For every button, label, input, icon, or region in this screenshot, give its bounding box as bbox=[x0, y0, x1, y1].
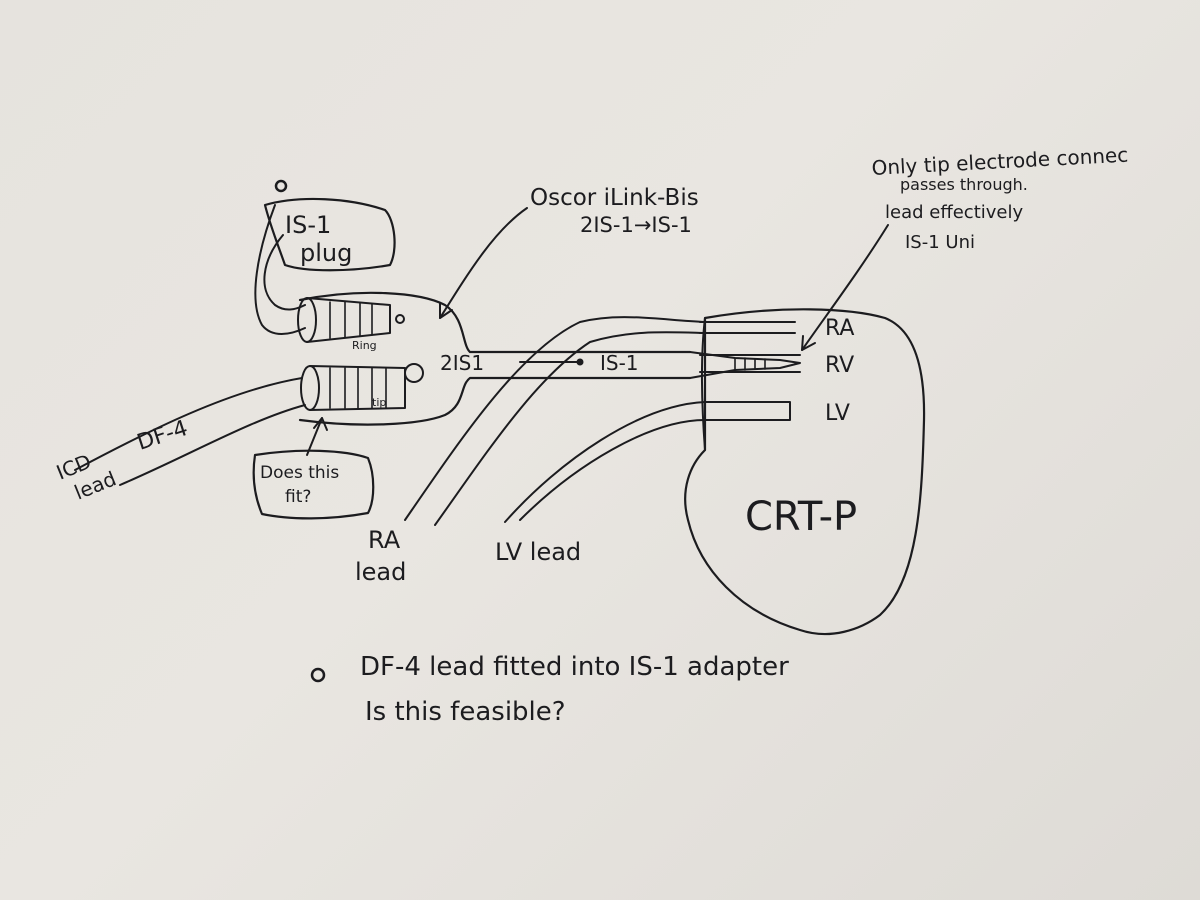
port-lv-label: LV bbox=[825, 401, 850, 426]
footnote-line-2: Is this feasible? bbox=[365, 697, 566, 727]
bullet-marker-plug bbox=[274, 179, 288, 193]
adapter-output-label: IS-1 bbox=[600, 351, 639, 375]
icd-df4-lead bbox=[74, 377, 306, 486]
tip-bore-opening bbox=[300, 365, 320, 411]
tip-label: tip bbox=[372, 396, 386, 409]
plug-label-line1: IS-1 bbox=[285, 211, 331, 239]
fit-question-line2: fit? bbox=[285, 487, 311, 507]
adapter-name-label: Oscor iLink-Bis bbox=[530, 185, 699, 211]
ra-port-bore bbox=[699, 321, 796, 334]
adapter-input-label: 2IS1 bbox=[440, 351, 484, 375]
ring-bore-opening bbox=[297, 297, 317, 343]
adapter-name-pointer bbox=[439, 207, 528, 319]
set-screw-ring bbox=[395, 314, 405, 324]
fit-question-box bbox=[252, 449, 375, 520]
note-pointer bbox=[801, 224, 889, 351]
adapter-arrow-head bbox=[576, 358, 584, 366]
lv-port-bore bbox=[704, 401, 791, 421]
adapter-spec-label: 2IS-1→IS-1 bbox=[580, 213, 692, 237]
bullet-marker-footnote bbox=[310, 667, 326, 683]
adapter-body bbox=[298, 291, 692, 426]
set-screw-tip bbox=[404, 363, 424, 383]
ra-lead-label-line1: RA bbox=[368, 526, 401, 554]
lv-lead-label: LV lead bbox=[495, 538, 581, 566]
crt-p-device-outline bbox=[684, 308, 926, 636]
footnote-line-1: DF-4 lead fitted into IS-1 adapter bbox=[360, 652, 789, 682]
tip-bore-bands bbox=[329, 367, 387, 409]
tip-bore bbox=[309, 365, 406, 411]
ra-lead-label-line2: lead bbox=[355, 558, 406, 586]
fit-question-line1: Does this bbox=[260, 463, 339, 483]
adapter-pin-rings bbox=[734, 357, 766, 371]
lv-lead bbox=[504, 401, 706, 523]
df4-label: DF-4 bbox=[134, 416, 191, 456]
ring-bore-bands bbox=[329, 301, 373, 339]
fit-question-pointer bbox=[306, 417, 323, 456]
is1-plug-box bbox=[263, 197, 396, 272]
ring-bore bbox=[306, 297, 391, 343]
fit-question-pointer-head bbox=[313, 417, 328, 431]
ring-label: Ring bbox=[352, 339, 377, 352]
plug-label-line2: plug bbox=[300, 239, 352, 267]
note-pointer-head bbox=[801, 335, 816, 351]
plug-connection-loop bbox=[263, 234, 306, 311]
device-label: CRT-P bbox=[745, 494, 857, 540]
note-line-2: passes through. bbox=[900, 175, 1028, 194]
adapter-name-pointer-head bbox=[439, 302, 453, 319]
note-line-4: IS-1 Uni bbox=[905, 232, 975, 253]
port-rv-label: RV bbox=[825, 353, 854, 378]
port-ra-label: RA bbox=[825, 316, 854, 341]
ra-lead bbox=[404, 316, 706, 526]
note-line-3: lead effectively bbox=[885, 202, 1023, 223]
plug-connection-loop-inner bbox=[254, 204, 306, 335]
